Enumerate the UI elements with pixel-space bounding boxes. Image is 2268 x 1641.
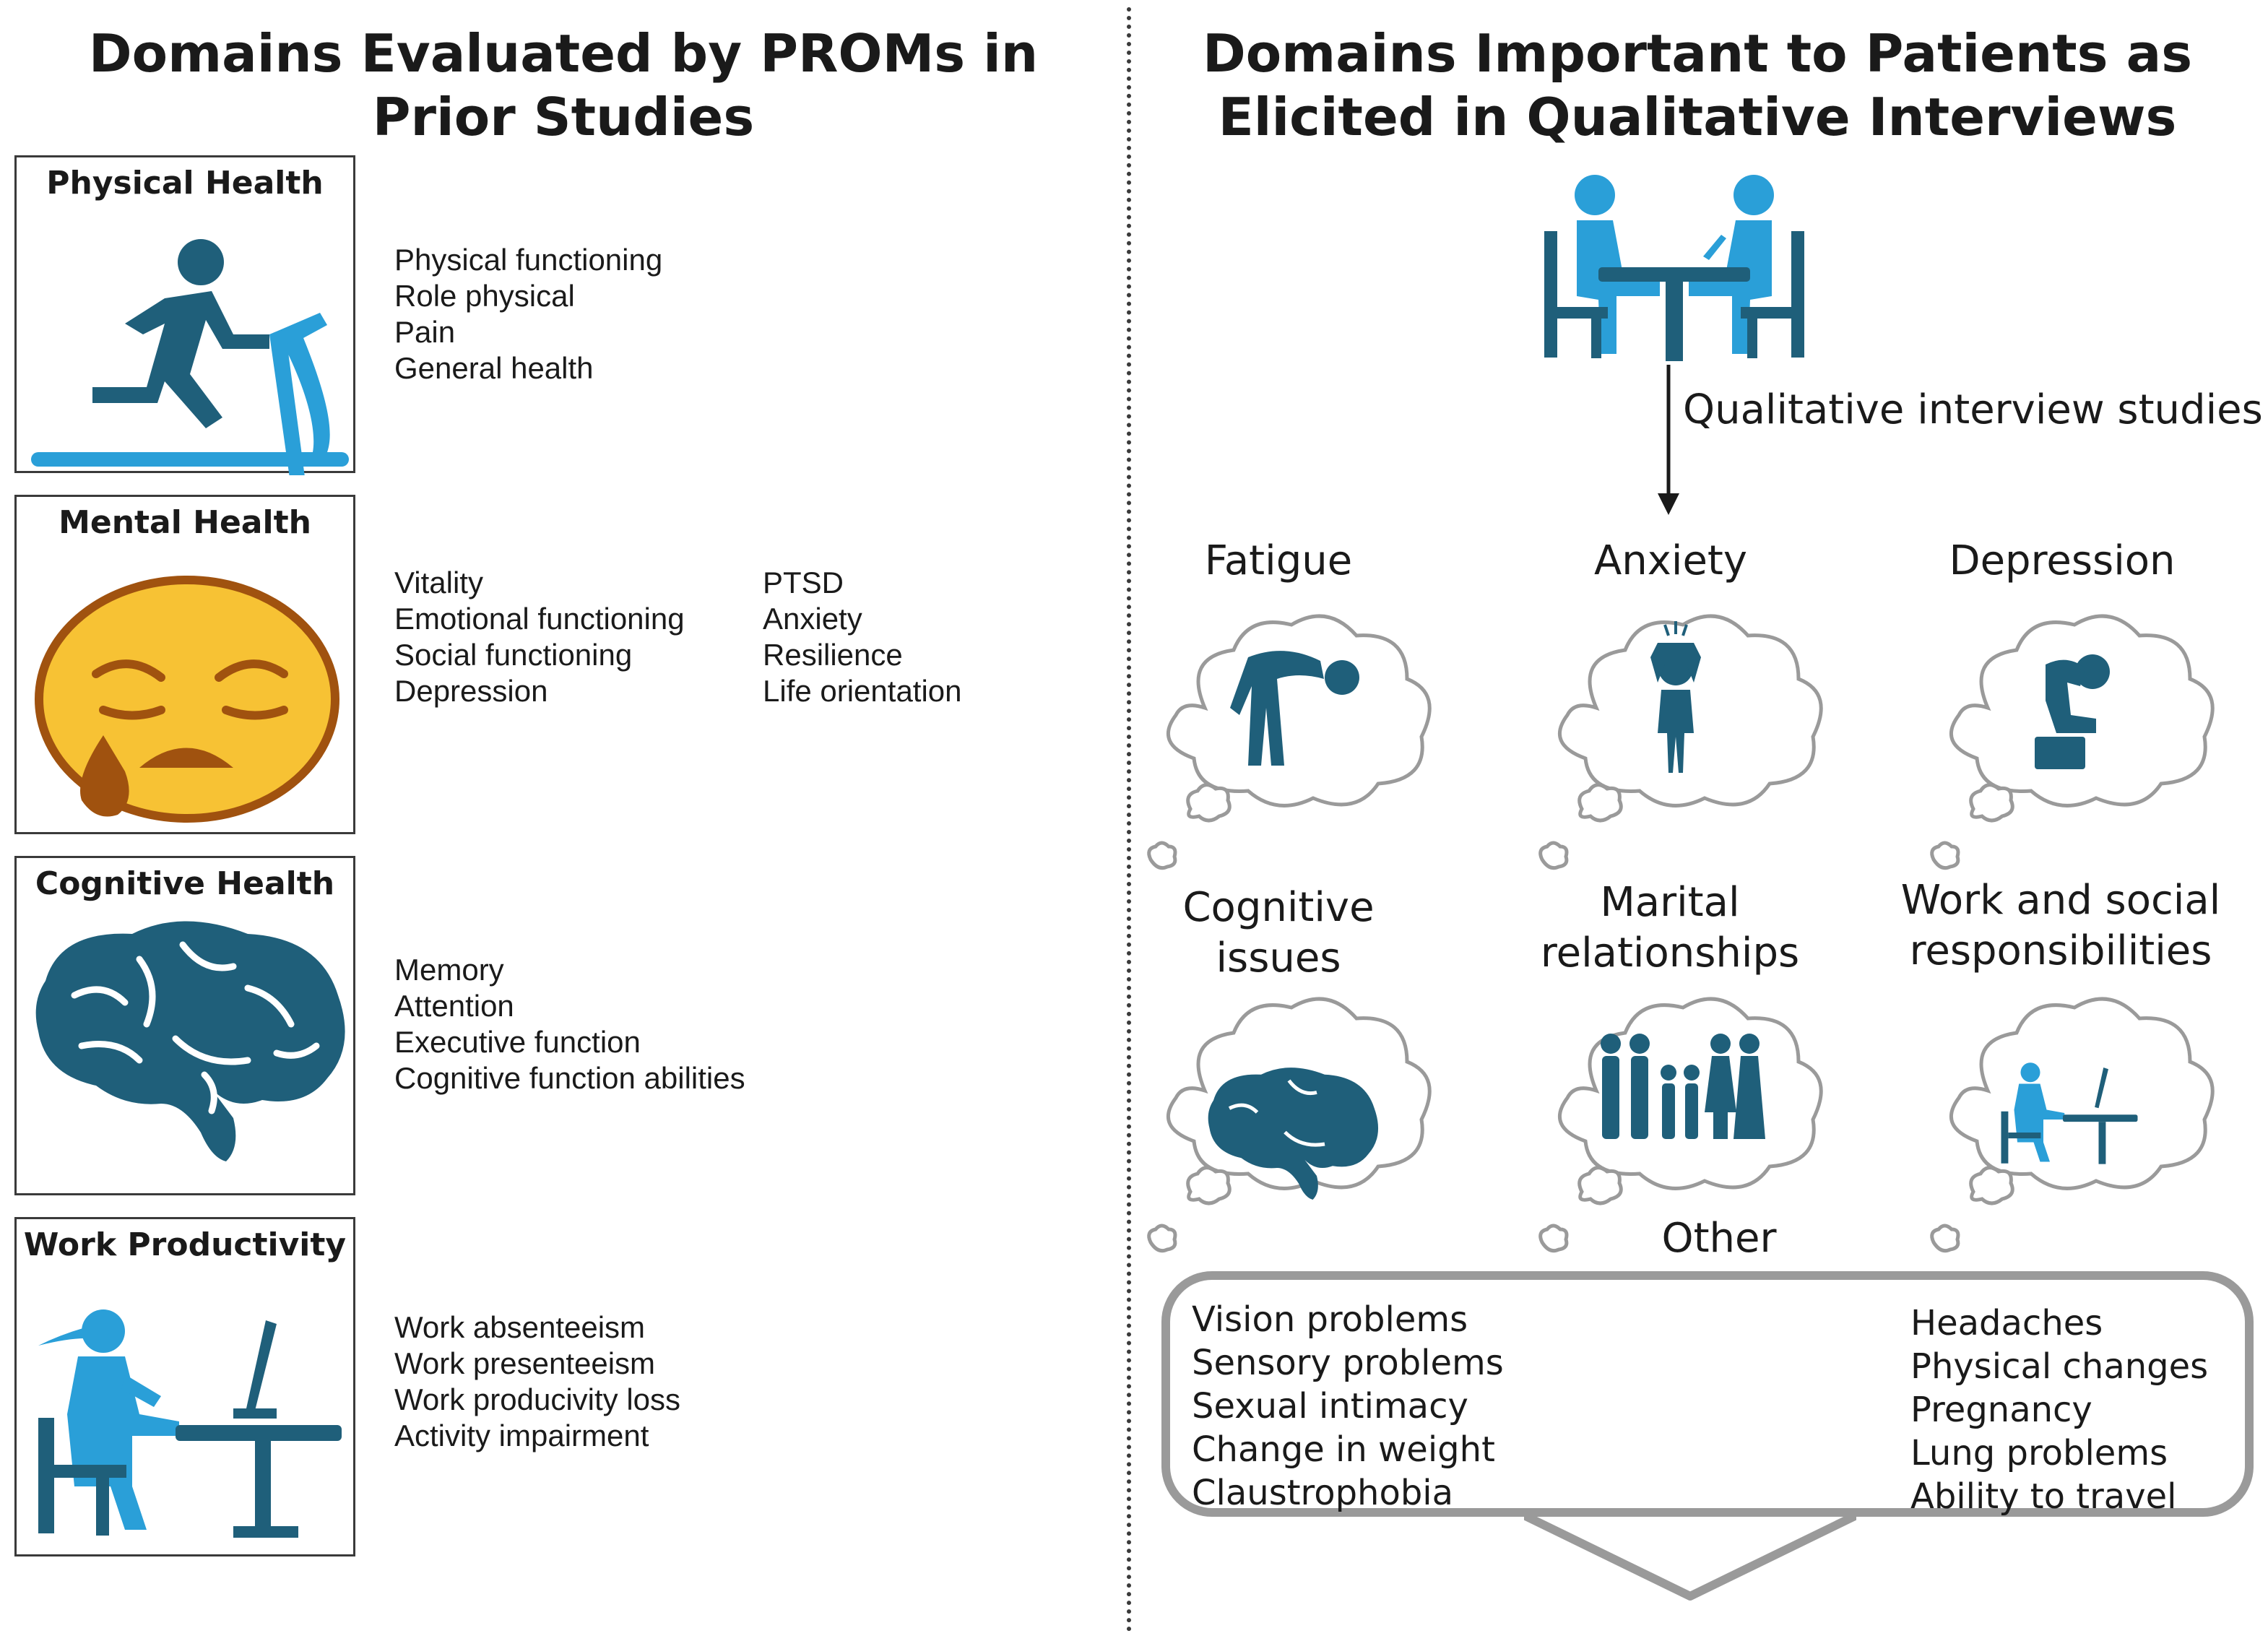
list-item: Claustrophobia	[1192, 1473, 1454, 1513]
anxious-person-icon	[1650, 621, 1701, 773]
list-item: Anxiety	[763, 602, 862, 636]
tired-person-icon	[1230, 651, 1359, 766]
other-left-list: Vision problems Sensory problems Sexual …	[1192, 1298, 1504, 1515]
list-item: Ability to travel	[1910, 1476, 2177, 1517]
thought-cloud	[1140, 982, 1443, 1260]
list-item: Physical functioning	[394, 243, 663, 277]
list-item: Resilience	[763, 638, 903, 672]
domain-label-fatigue: Fatigue	[1204, 537, 1353, 584]
physical-health-box: Physical Health	[14, 155, 355, 475]
list-item: Pain	[394, 315, 456, 349]
list-item: Cognitive function abilities	[394, 1061, 745, 1095]
person-at-desk-icon	[38, 1309, 342, 1538]
list-item: Headaches	[1910, 1303, 2103, 1343]
callout-pointer	[1524, 1510, 1856, 1601]
left-title: Domains Evaluated by PROMs in Prior Stud…	[88, 23, 1039, 147]
depressed-person-icon	[2035, 654, 2110, 769]
sad-face-icon	[35, 576, 339, 823]
down-arrow	[1658, 365, 1679, 515]
interview-icon	[1544, 175, 1804, 361]
thought-cloud	[1923, 982, 2226, 1260]
list-item: Physical changes	[1910, 1346, 2209, 1387]
other-label: Other	[1661, 1215, 1777, 1262]
dotted-divider	[1127, 7, 1131, 1632]
domain-label-anxiety: Anxiety	[1593, 537, 1748, 584]
cognitive-health-list: Memory Attention Executive function Cogn…	[394, 952, 745, 1096]
thought-cloud	[1531, 982, 1835, 1260]
brain-icon	[35, 921, 345, 1161]
list-item: Lung problems	[1910, 1433, 2168, 1473]
list-item: Emotional functioning	[394, 602, 685, 636]
thought-cloud	[1531, 599, 1835, 878]
box-title: Physical Health	[46, 165, 324, 202]
list-item: Executive function	[394, 1025, 641, 1059]
brain-icon	[1208, 1068, 1379, 1200]
domain-label-cognitive: Cognitive issues	[1182, 884, 1375, 982]
list-item: Attention	[394, 989, 514, 1023]
list-item: Work presenteeism	[394, 1346, 656, 1380]
thought-cloud	[1923, 599, 2226, 878]
list-item: Sensory problems	[1192, 1343, 1504, 1383]
other-box: Vision problems Sensory problems Sexual …	[1161, 1271, 2254, 1517]
other-right-list: Headaches Physical changes Pregnancy Lun…	[1910, 1302, 2208, 1518]
list-item: Life orientation	[763, 674, 962, 708]
list-item: Work producivity loss	[394, 1382, 681, 1416]
list-item: Work absenteeism	[394, 1310, 646, 1344]
mental-health-box: Mental Health	[14, 495, 355, 834]
list-item: Activity impairment	[394, 1419, 649, 1452]
box-title: Cognitive Health	[35, 865, 335, 902]
list-item: General health	[394, 351, 594, 385]
domain-label-depression: Depression	[1949, 537, 2176, 584]
right-title: Domains Important to Patients as Elicite…	[1202, 23, 2193, 147]
family-icon	[1601, 1034, 1765, 1139]
list-item: Sexual intimacy	[1192, 1386, 1468, 1426]
mental-health-list: Vitality Emotional functioning Social fu…	[394, 565, 685, 709]
list-item: Pregnancy	[1910, 1390, 2092, 1430]
mental-health-list-2: PTSD Anxiety Resilience Life orientation	[763, 565, 962, 709]
list-item: PTSD	[763, 566, 844, 599]
list-item: Memory	[394, 953, 504, 987]
cognitive-health-box: Cognitive Health	[14, 856, 355, 1195]
list-item: Change in weight	[1192, 1429, 1495, 1470]
list-item: Vitality	[394, 566, 483, 599]
treadmill-runner-icon	[31, 239, 349, 475]
domain-label-marital: Marital relationships	[1540, 879, 1800, 977]
list-item: Social functioning	[394, 638, 633, 672]
thought-cloud	[1140, 599, 1443, 878]
work-productivity-list: Work absenteeism Work presenteeism Work …	[394, 1309, 680, 1454]
box-title: Work Productivity	[23, 1226, 347, 1263]
box-title: Mental Health	[59, 504, 311, 541]
arrow-label: Qualitative interview studies	[1683, 386, 2263, 433]
physical-health-list: Physical functioning Role physical Pain …	[394, 242, 662, 386]
list-item: Vision problems	[1192, 1299, 1468, 1340]
domain-label-work-social: Work and social responsibilities	[1900, 877, 2221, 974]
work-productivity-box: Work Productivity	[14, 1217, 355, 1556]
person-at-desk-icon	[2001, 1062, 2138, 1164]
list-item: Role physical	[394, 279, 575, 313]
list-item: Depression	[394, 674, 548, 708]
